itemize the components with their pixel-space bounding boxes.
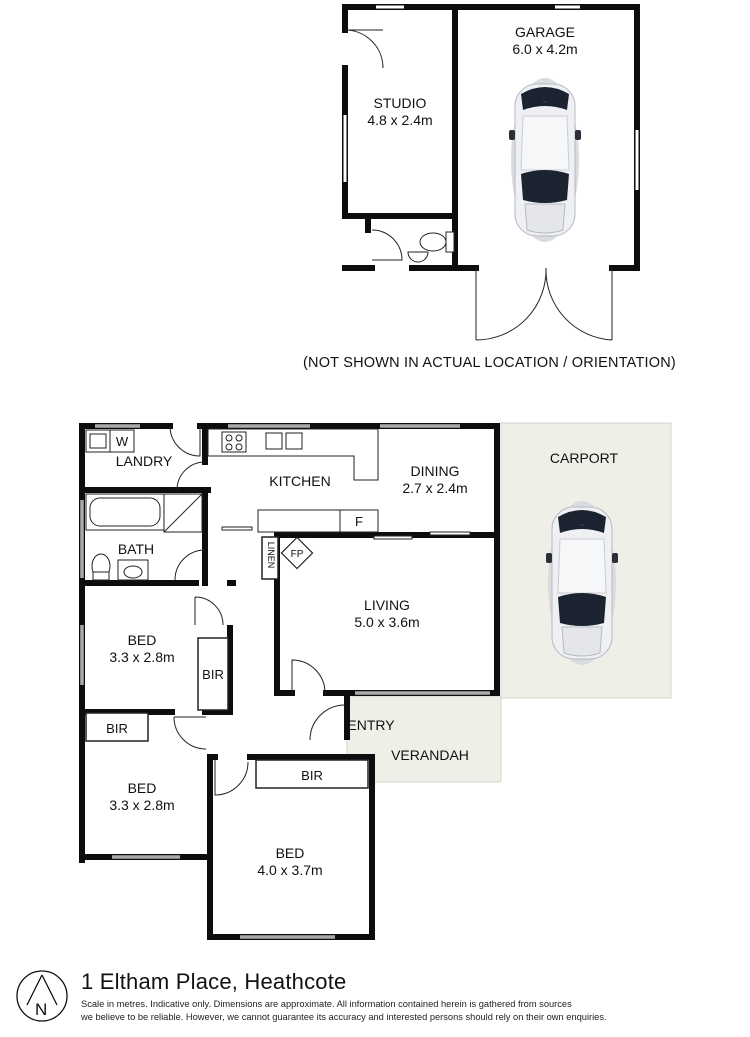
- living-door-swing: [291, 659, 326, 694]
- fireplace-label: FP: [290, 549, 304, 560]
- car-icon: [545, 500, 619, 666]
- entry-label: ENTRY: [347, 717, 395, 733]
- bed1-door-swing: [194, 596, 224, 626]
- laundry-tub-icon: [85, 429, 111, 453]
- kitchen-laundry-door-swing: [176, 461, 206, 491]
- verandah-label: VERANDAH: [391, 747, 469, 763]
- fireplace-icon: [280, 536, 314, 570]
- dining-name: DINING: [410, 463, 460, 479]
- house-walls: [79, 423, 500, 940]
- garage-door-swing: [475, 267, 613, 341]
- disclaimer-line-1: Scale in metres. Indicative only. Dimens…: [81, 999, 572, 1009]
- entry-door-swing: [309, 704, 346, 741]
- living-label: LIVING 5.0 x 3.6m: [337, 597, 437, 631]
- disclaimer: Scale in metres. Indicative only. Dimens…: [81, 998, 681, 1024]
- kitchen-label: KITCHEN: [269, 473, 331, 489]
- car-icon: [508, 77, 582, 243]
- bed1-label: BED 3.3 x 2.8m: [92, 632, 192, 666]
- bed2-robe-label: BIR: [106, 721, 128, 736]
- living-size: 5.0 x 3.6m: [354, 614, 420, 630]
- bathtub-icon: [85, 493, 165, 531]
- bed3-door-swing: [214, 760, 249, 796]
- garage-name: GARAGE: [515, 24, 575, 40]
- linen-cupboard: [261, 536, 279, 580]
- wc-door-swing: [371, 229, 403, 261]
- bed2-name: BED: [127, 780, 157, 796]
- bed2-label: BED 3.3 x 2.8m: [92, 780, 192, 814]
- studio-name: STUDIO: [373, 95, 427, 111]
- vanity-icon: [117, 559, 149, 581]
- shower-icon: [163, 493, 203, 533]
- landry-label: LANDRY: [115, 453, 173, 469]
- bed1-robe-label: BIR: [202, 667, 224, 682]
- bed3-robe-label: BIR: [301, 768, 323, 783]
- bath-door-swing: [174, 549, 206, 581]
- carport-label: CARPORT: [549, 450, 619, 466]
- bed3-size: 4.0 x 3.7m: [257, 862, 323, 878]
- north-arrow-icon: [16, 970, 68, 1022]
- orientation-note: (NOT SHOWN IN ACTUAL LOCATION / ORIENTAT…: [303, 355, 676, 371]
- studio-label: STUDIO 4.8 x 2.4m: [350, 95, 450, 129]
- bed1-size: 3.3 x 2.8m: [109, 649, 175, 665]
- studio-size: 4.8 x 2.4m: [367, 112, 433, 128]
- toilet-icon: [91, 553, 111, 581]
- disclaimer-line-2: we believe to be reliable. However, we c…: [81, 1012, 607, 1022]
- washer-icon: [109, 429, 135, 453]
- bed3-name: BED: [275, 845, 305, 861]
- toilet-icon: [419, 231, 455, 253]
- fridge-label: F: [355, 514, 363, 529]
- laundry-door-swing: [169, 425, 201, 457]
- bed1-name: BED: [127, 632, 157, 648]
- kitchen-bench: [207, 428, 379, 533]
- property-address: 1 Eltham Place, Heathcote: [81, 969, 347, 994]
- bed2-robe: [85, 712, 149, 742]
- washer-label: W: [115, 434, 129, 449]
- dining-size: 2.7 x 2.4m: [402, 480, 468, 496]
- north-label: N: [35, 1000, 48, 1019]
- dining-label: DINING 2.7 x 2.4m: [385, 463, 485, 497]
- linen-label: LINEN: [266, 541, 276, 569]
- studio-door-swing: [344, 29, 384, 69]
- bed2-size: 3.3 x 2.8m: [109, 797, 175, 813]
- bed3-robe: [255, 759, 369, 789]
- bath-label: BATH: [117, 541, 155, 557]
- basin-icon: [407, 251, 429, 263]
- living-name: LIVING: [364, 597, 410, 613]
- bed2-door-swing: [173, 716, 207, 750]
- bed1-robe: [197, 637, 229, 711]
- bed3-label: BED 4.0 x 3.7m: [240, 845, 340, 879]
- garage-label: GARAGE 6.0 x 4.2m: [495, 24, 595, 58]
- garage-size: 6.0 x 4.2m: [512, 41, 578, 57]
